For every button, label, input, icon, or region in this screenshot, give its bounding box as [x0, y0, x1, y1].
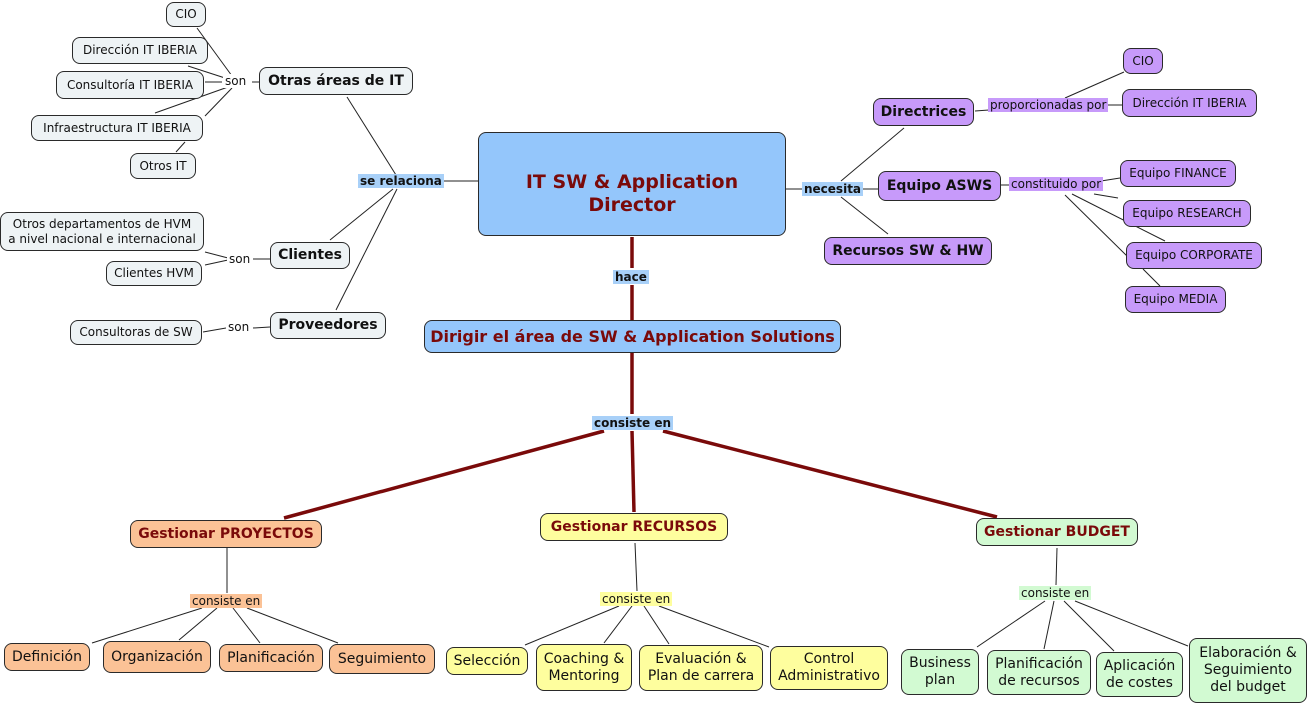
connector: [1074, 600, 1189, 647]
connector: [178, 607, 218, 641]
node-equipo-media[interactable]: Equipo MEDIA: [1125, 286, 1226, 313]
connector: [335, 188, 398, 311]
link-label-se-relaciona: se relaciona: [358, 174, 444, 188]
connector: [1064, 71, 1125, 99]
link-label-consiste-en-recursos: consiste en: [600, 592, 673, 606]
connector: [1055, 547, 1058, 586]
node-cio-left[interactable]: CIO: [166, 2, 206, 27]
connector: [1142, 268, 1161, 287]
node-proveedores[interactable]: Proveedores: [270, 312, 386, 339]
node-equipo-asws[interactable]: Equipo ASWS: [878, 171, 1001, 201]
node-otras-areas-it[interactable]: Otras áreas de IT: [259, 67, 413, 95]
connector: [1064, 194, 1129, 258]
node-elaboracion-seguimiento-budget[interactable]: Elaboración & Seguimiento del budget: [1189, 638, 1307, 703]
connector: [658, 605, 770, 648]
connector: [154, 86, 229, 114]
node-equipo-finance[interactable]: Equipo FINANCE: [1120, 160, 1236, 187]
director-node[interactable]: IT SW & Application Director: [478, 132, 786, 236]
link-label-constituido-por: constituido por: [1009, 177, 1104, 191]
node-directrices[interactable]: Directrices: [873, 98, 974, 126]
main-connector: [283, 429, 605, 520]
main-connector: [630, 430, 636, 513]
node-gestionar-budget[interactable]: Gestionar BUDGET: [976, 518, 1138, 546]
node-equipo-corporate[interactable]: Equipo CORPORATE: [1126, 242, 1262, 269]
node-infraestructura-it-iberia[interactable]: Infraestructura IT IBERIA: [31, 115, 203, 141]
role-node[interactable]: Dirigir el área de SW & Application Solu…: [424, 320, 841, 353]
connector: [246, 607, 339, 644]
connector: [643, 605, 670, 645]
connector: [175, 141, 186, 153]
link-label-proporcionadas-por: proporcionadas por: [988, 98, 1109, 112]
link-label-consiste-en-budget: consiste en: [1019, 586, 1092, 600]
connector: [840, 196, 889, 235]
node-planificacion-recursos[interactable]: Planificación de recursos: [987, 650, 1091, 695]
connector: [976, 600, 1046, 648]
node-definicion[interactable]: Definición: [4, 643, 90, 671]
connector: [329, 188, 394, 241]
connector: [204, 87, 233, 117]
connector: [634, 542, 638, 592]
connector: [187, 65, 226, 79]
connector: [603, 605, 633, 644]
node-direccion-it-iberia-right[interactable]: Dirección IT IBERIA: [1122, 89, 1257, 117]
node-evaluacion-plan-carrera[interactable]: Evaluación & Plan de carrera: [639, 645, 763, 691]
node-control-administrativo[interactable]: Control Administrativo: [770, 646, 888, 690]
node-seleccion[interactable]: Selección: [446, 647, 528, 675]
connector: [202, 327, 227, 333]
node-business-plan[interactable]: Business plan: [901, 649, 979, 695]
connector: [204, 259, 229, 266]
link-label-son-clientes: son: [227, 252, 253, 266]
link-label-consiste-en-proyectos: consiste en: [190, 594, 263, 608]
connector: [196, 27, 233, 77]
node-recursos-sw-hw[interactable]: Recursos SW & HW: [824, 237, 992, 265]
connector: [1043, 600, 1055, 650]
connector: [840, 127, 905, 182]
link-label-necesita: necesita: [802, 182, 864, 196]
node-otros-it[interactable]: Otros IT: [130, 153, 196, 179]
node-seguimiento[interactable]: Seguimiento: [329, 644, 435, 674]
connector: [1071, 193, 1166, 242]
connector: [232, 607, 261, 644]
node-cio-right[interactable]: CIO: [1123, 48, 1163, 74]
node-aplicacion-costes[interactable]: Aplicación de costes: [1096, 652, 1183, 697]
connector: [524, 605, 620, 646]
node-organizacion[interactable]: Organización: [103, 641, 211, 673]
main-connector: [662, 429, 998, 519]
connector: [252, 326, 271, 329]
connector: [1100, 177, 1121, 182]
node-direccion-it-iberia-left[interactable]: Dirección IT IBERIA: [72, 37, 208, 64]
node-consultoria-it-iberia[interactable]: Consultoría IT IBERIA: [56, 71, 204, 99]
connector: [1093, 193, 1119, 199]
node-gestionar-recursos[interactable]: Gestionar RECURSOS: [540, 513, 728, 541]
link-label-son-proveedores: son: [226, 320, 252, 334]
link-label-consiste-en: consiste en: [592, 416, 674, 430]
node-equipo-research[interactable]: Equipo RESEARCH: [1123, 200, 1251, 227]
connector: [346, 96, 397, 176]
connector: [1063, 600, 1115, 652]
connector: [204, 251, 229, 259]
node-consultoras-sw[interactable]: Consultoras de SW: [70, 320, 202, 345]
node-gestionar-proyectos[interactable]: Gestionar PROYECTOS: [130, 520, 322, 548]
link-label-son-otras: son: [223, 74, 249, 88]
node-coaching-mentoring[interactable]: Coaching & Mentoring: [536, 644, 632, 691]
connector: [91, 607, 203, 644]
link-label-hace: hace: [613, 270, 649, 284]
node-clientes[interactable]: Clientes: [270, 242, 350, 269]
connector: [974, 109, 990, 112]
node-clientes-hvm[interactable]: Clientes HVM: [106, 261, 202, 286]
node-otros-departamentos-hvm[interactable]: Otros departamentos de HVM a nivel nacio…: [0, 212, 204, 251]
node-planificacion[interactable]: Planificación: [219, 644, 323, 672]
